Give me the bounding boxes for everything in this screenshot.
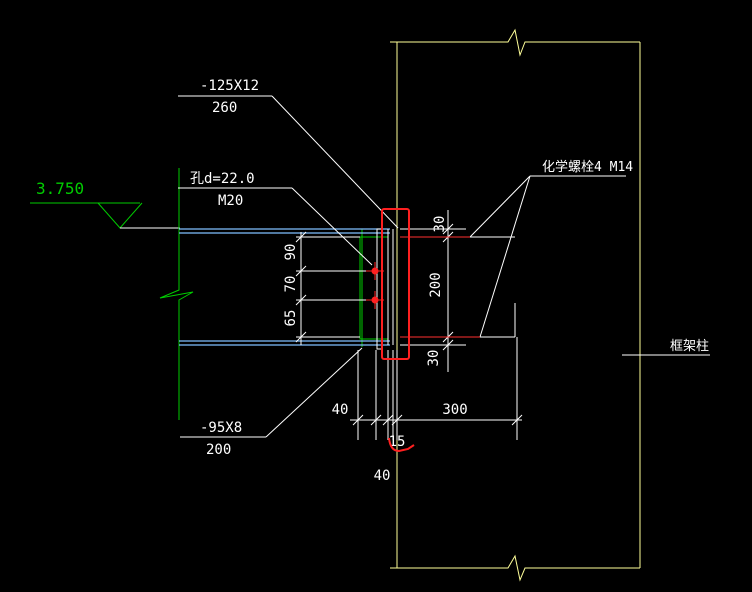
elevation-marker	[30, 202, 180, 229]
highlight-underline	[388, 437, 415, 453]
anchor-bolt-label: 化学螺栓4 M14	[542, 159, 633, 175]
dim-left-65: 65	[283, 310, 299, 327]
bolt-markers	[366, 262, 384, 309]
highlight-box	[381, 208, 410, 360]
bolt-spec-label: M20	[218, 193, 243, 209]
bolt-hole-label: 孔d=22.0	[190, 171, 255, 187]
right-anchor-line	[400, 236, 480, 338]
bottom-plate-size: -95X8	[200, 420, 242, 436]
dim-bottom-40a: 40	[332, 402, 349, 418]
secondary-beam	[159, 168, 389, 420]
elevation-text: 3.750	[36, 179, 84, 198]
dim-bottom-40b: 40	[374, 468, 391, 484]
left-dimension-chain	[295, 231, 372, 345]
dim-left-90: 90	[283, 244, 299, 261]
dim-right-top: 30	[432, 216, 448, 233]
dim-left-70: 70	[283, 276, 299, 293]
top-plate-size: -125X12	[200, 78, 259, 94]
connection-geometry	[178, 95, 710, 438]
dim-bottom-300: 300	[442, 402, 467, 418]
top-plate-length: 260	[212, 100, 237, 116]
beam-flanges	[179, 228, 390, 346]
dim-right-mid: 200	[428, 272, 444, 297]
bottom-plate-length: 200	[206, 442, 231, 458]
frame-column	[390, 28, 641, 582]
column-label: 框架柱	[670, 339, 709, 354]
dim-right-bottom: 30	[426, 350, 442, 367]
bottom-dimension-chain	[350, 337, 523, 440]
dim-bottom-15: 15	[389, 434, 406, 450]
